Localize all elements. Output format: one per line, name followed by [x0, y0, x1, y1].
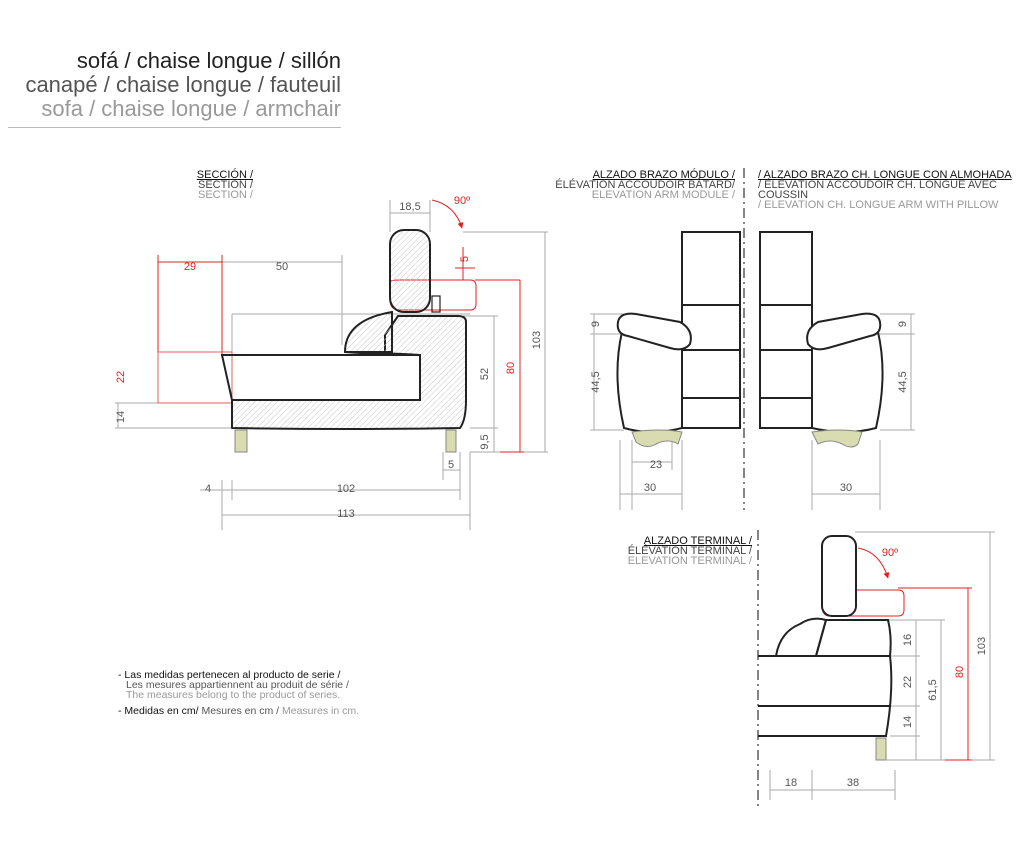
arm-elevations: 9 44,5 23 30 9 44,5 30: [590, 168, 915, 510]
dim-terminal-38: 38: [847, 777, 859, 789]
title-english: sofa / chaise longue / armchair: [41, 96, 341, 121]
label-terminal: ALZADO TERMINAL / ÉLÉVATION TERMINAL / E…: [627, 535, 752, 567]
dim-arm-chaise-44-5: 44,5: [897, 371, 909, 392]
note-measures-fr: Les mesures appartiennent au produit de …: [126, 679, 349, 691]
dim-50: 50: [276, 261, 288, 273]
label-arm-module: ALZADO BRAZO MÓDULO / ÉLÉVATION ACCOUDOI…: [555, 169, 735, 201]
dim-80: 80: [505, 362, 517, 374]
note-units: - Medidas en cm/ Mesures en cm / Measure…: [118, 705, 360, 717]
dim-52: 52: [479, 368, 491, 380]
dim-22: 22: [115, 371, 127, 383]
dim-terminal-61-5: 61,5: [927, 679, 939, 700]
terminal-view: 90º 16 22 14 61,5 80 103 18 38: [757, 530, 995, 810]
dim-29: 29: [184, 261, 196, 273]
dim-103: 103: [531, 331, 543, 349]
dim-terminal-18: 18: [785, 777, 797, 789]
dim-14: 14: [115, 411, 127, 423]
dim-terminal-80: 80: [954, 666, 966, 678]
label-arm-chaise: / ALZADO BRAZO CH. LONGUE CON ALMOHADA /…: [758, 169, 1012, 211]
dim-arm-module-9: 9: [590, 321, 602, 327]
dim-5-top: 5: [459, 256, 471, 262]
dim-5-bottom: 5: [448, 459, 454, 471]
dim-arm-chaise-9: 9: [897, 321, 909, 327]
note-measures-en: The measures belong to the product of se…: [126, 689, 341, 701]
dim-102: 102: [337, 483, 355, 495]
dim-arm-module-44-5: 44,5: [590, 371, 602, 392]
dim-113: 113: [337, 508, 355, 520]
dim-arm-module-23: 23: [650, 459, 662, 471]
dim-arm-chaise-30: 30: [840, 482, 852, 494]
dim-arm-module-30: 30: [644, 482, 656, 494]
section-view: 18,5 90º 29 50 5 22 14 52 80 103 9,5 5 4…: [115, 195, 548, 530]
note-measures-es: - Las medidas pertenecen al producto de …: [118, 669, 341, 681]
title-spanish: sofá / chaise longue / sillón: [76, 48, 341, 73]
dim-terminal-14: 14: [902, 716, 914, 728]
dim-terminal-22: 22: [902, 676, 914, 688]
dim-4: 4: [205, 483, 211, 495]
label-section: SECCIÓN / SECTION / SECTION /: [196, 169, 253, 201]
dim-9-5: 9,5: [479, 434, 491, 449]
dim-18-5: 18,5: [399, 201, 420, 213]
dim-terminal-16: 16: [902, 634, 914, 646]
title-divider: [8, 127, 341, 128]
dim-terminal-angle-90: 90º: [882, 547, 898, 559]
dim-terminal-103: 103: [976, 637, 988, 655]
notes: - Las medidas pertenecen al producto de …: [118, 669, 360, 717]
title-french: canapé / chaise longue / fauteuil: [25, 72, 341, 97]
dim-angle-90: 90º: [454, 195, 470, 207]
